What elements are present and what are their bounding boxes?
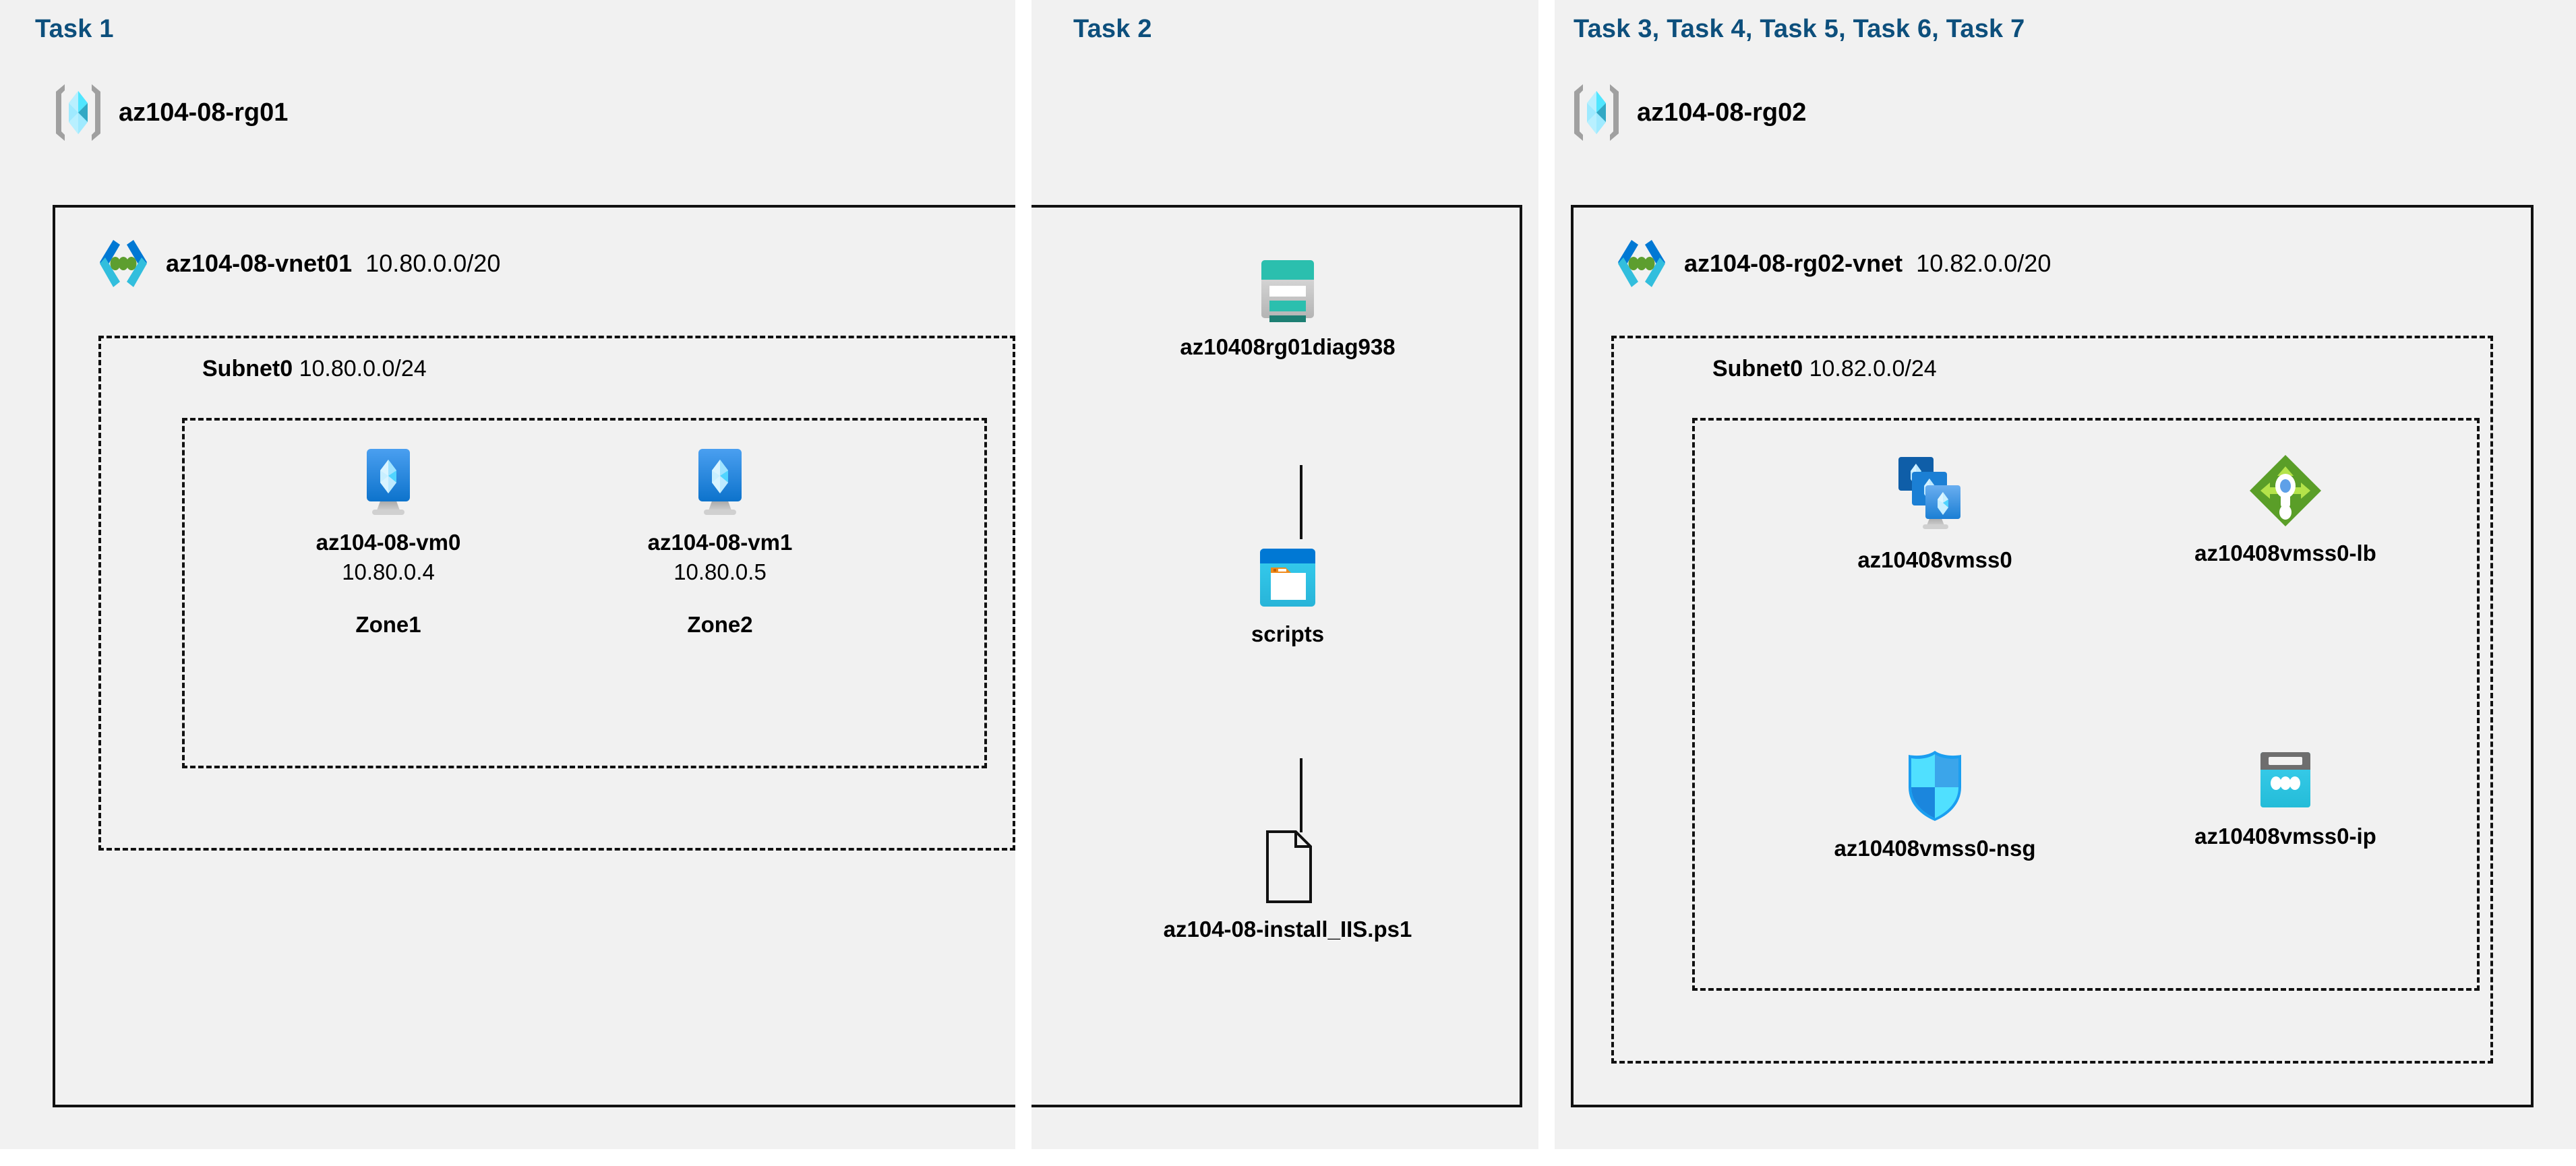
script-file-name: az104-08-install_IIS.ps1 xyxy=(1163,917,1412,942)
network-security-group-name: az10408vmss0-nsg xyxy=(1834,836,2036,861)
vm-scale-set-icon xyxy=(1893,453,1977,535)
public-ip-address-icon xyxy=(2254,748,2317,811)
resource-group-icon xyxy=(53,82,104,143)
resource-group-name: az104-08-rg01 xyxy=(119,98,289,127)
vm-zone: Zone1 xyxy=(355,612,421,637)
storage-account-name: az10408rg01diag938 xyxy=(1180,334,1396,359)
load-balancer-node: az10408vmss0-lb xyxy=(2144,453,2427,566)
vm-scale-set-node: az10408vmss0 xyxy=(1793,453,2076,573)
subnet-inner-container-panel-3 xyxy=(1692,418,2480,991)
vm-node-az104-08-vm0: az104-08-vm0 10.80.0.4 Zone1 xyxy=(247,445,530,638)
resource-group-header-rg01: az104-08-rg01 xyxy=(53,82,288,143)
vm-name: az104-08-vm0 xyxy=(316,530,461,555)
subnet-header-panel-1: Subnet0 10.80.0.0/24 xyxy=(202,356,427,382)
task-1-panel xyxy=(0,0,1015,1149)
connector-storage-to-scripts xyxy=(1300,465,1302,539)
virtual-network-icon xyxy=(94,237,152,290)
public-ip-address-name: az10408vmss0-ip xyxy=(2194,824,2376,849)
blob-container-node: scripts xyxy=(1119,546,1456,647)
vnet-header-panel-3: az104-08-rg02-vnet 10.82.0.0/20 xyxy=(1613,237,2051,290)
task-label-3: Task 3, Task 4, Task 5, Task 6, Task 7 xyxy=(1574,15,2025,43)
blob-container-name: scripts xyxy=(1251,621,1325,646)
vnet-container-az104-08-vnet01 xyxy=(53,205,1522,1107)
subnet-cidr: 10.82.0.0/24 xyxy=(1809,356,1937,381)
subnet-name: Subnet0 xyxy=(1712,356,1803,381)
vnet-cidr: 10.80.0.0/20 xyxy=(365,249,501,277)
storage-account-icon xyxy=(1256,256,1319,322)
script-file-icon xyxy=(1258,829,1317,904)
storage-account-node: az10408rg01diag938 xyxy=(1119,256,1456,360)
resource-group-name: az104-08-rg02 xyxy=(1637,98,1807,127)
panel-gap-right xyxy=(1538,0,1555,1149)
public-ip-address-node: az10408vmss0-ip xyxy=(2144,748,2427,849)
vnet-name: az104-08-vnet01 xyxy=(166,249,353,277)
vm-zone: Zone2 xyxy=(687,612,753,637)
task-3-7-panel xyxy=(1555,0,2576,1149)
network-security-group-node: az10408vmss0-nsg xyxy=(1793,748,2076,861)
vnet-cidr: 10.82.0.0/20 xyxy=(1916,249,2051,277)
subnet-container-panel-3 xyxy=(1611,336,2493,1064)
vnet-header-panel-1: az104-08-vnet01 10.80.0.0/20 xyxy=(94,237,500,290)
task-label-2: Task 2 xyxy=(1073,15,1152,43)
load-balancer-icon xyxy=(2247,453,2324,528)
network-security-group-icon xyxy=(1902,748,1968,824)
subnet-inner-container-panel-1 xyxy=(182,418,987,768)
subnet-container-panel-1 xyxy=(98,336,1015,851)
subnet-name: Subnet0 xyxy=(202,356,293,381)
vm-node-az104-08-vm1: az104-08-vm1 10.80.0.5 Zone2 xyxy=(578,445,862,638)
virtual-machine-icon xyxy=(685,445,755,518)
resource-group-header-rg02: az104-08-rg02 xyxy=(1571,82,1806,143)
virtual-network-icon xyxy=(1613,237,1671,290)
vm-name: az104-08-vm1 xyxy=(647,530,793,555)
vm-ip: 10.80.0.5 xyxy=(673,559,767,584)
subnet-header-panel-3: Subnet0 10.82.0.0/24 xyxy=(1712,356,1937,382)
panel-gap-left xyxy=(1015,0,1031,1149)
vm-scale-set-name: az10408vmss0 xyxy=(1857,547,2012,572)
script-file-node: az104-08-install_IIS.ps1 xyxy=(1119,829,1456,942)
vm-ip: 10.80.0.4 xyxy=(342,559,435,584)
vnet-container-az104-08-rg02-vnet xyxy=(1571,205,2534,1107)
resource-group-icon xyxy=(1571,82,1622,143)
subnet-cidr: 10.80.0.0/24 xyxy=(299,356,427,381)
task-label-1: Task 1 xyxy=(35,15,114,43)
virtual-machine-icon xyxy=(353,445,423,518)
load-balancer-name: az10408vmss0-lb xyxy=(2194,541,2376,565)
blob-container-icon xyxy=(1256,546,1319,609)
vnet-name: az104-08-rg02-vnet xyxy=(1684,249,1903,277)
connector-scripts-to-script-file xyxy=(1300,758,1302,832)
